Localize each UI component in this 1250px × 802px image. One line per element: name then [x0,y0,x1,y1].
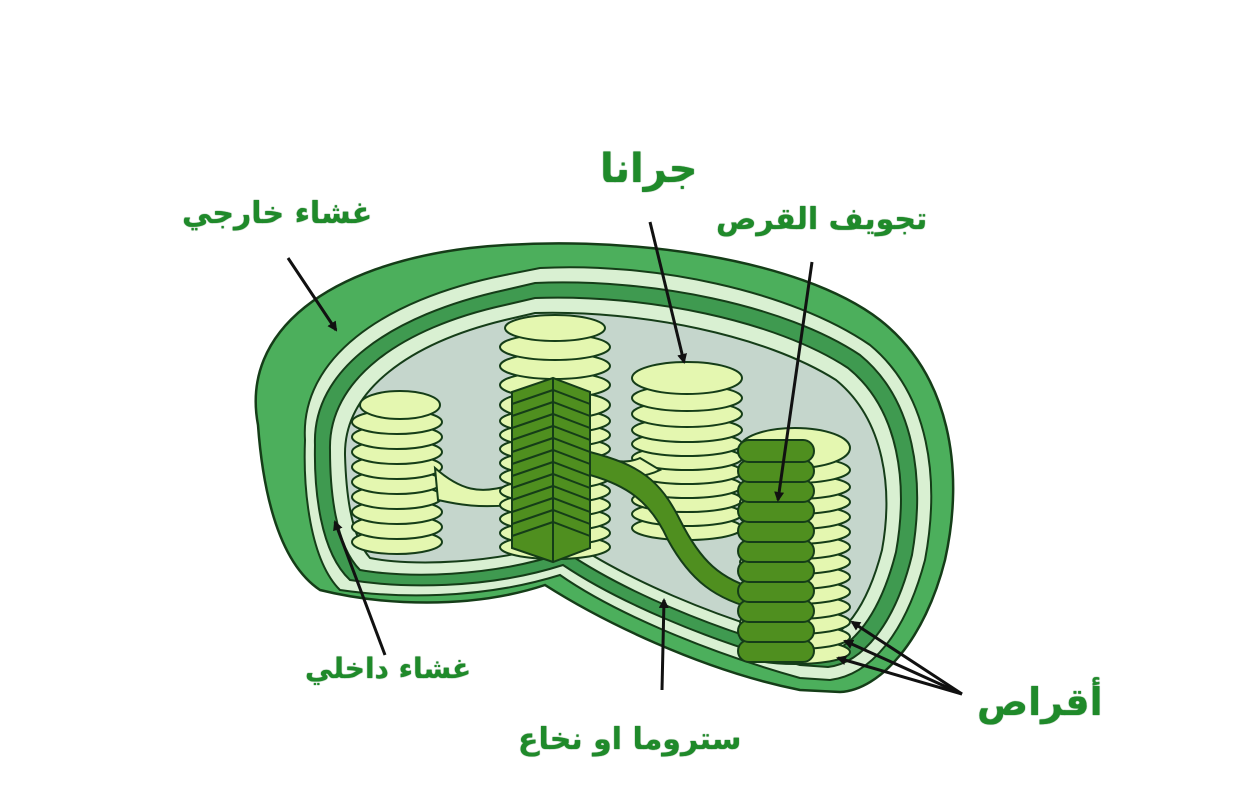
arrow-discs-1 [850,620,963,696]
label-inner-membrane: غشاء داخلي [305,652,472,685]
granum-right-dark-disks [737,439,815,663]
arrow-discs-2 [843,639,963,696]
arrow-lumen [774,261,814,502]
granum-left [351,390,443,555]
arrow-stroma [658,598,669,691]
granum-center-cutaway [511,376,591,564]
label-outer-membrane: غشاء خارجي [182,196,373,231]
label-grana: جرانا [600,146,698,192]
arrow-discs-3 [836,655,963,696]
label-thylakoid-lumen: تجويف القرص [716,202,928,237]
granum-right-middle [631,361,743,541]
label-arrows [286,221,963,696]
label-stroma: ستروما او نخاع [518,722,742,757]
label-thylakoids: أقراص [977,680,1103,724]
arrow-outer-membrane [286,257,338,332]
arrow-inner-membrane [333,520,387,656]
arrow-grana [648,221,687,364]
